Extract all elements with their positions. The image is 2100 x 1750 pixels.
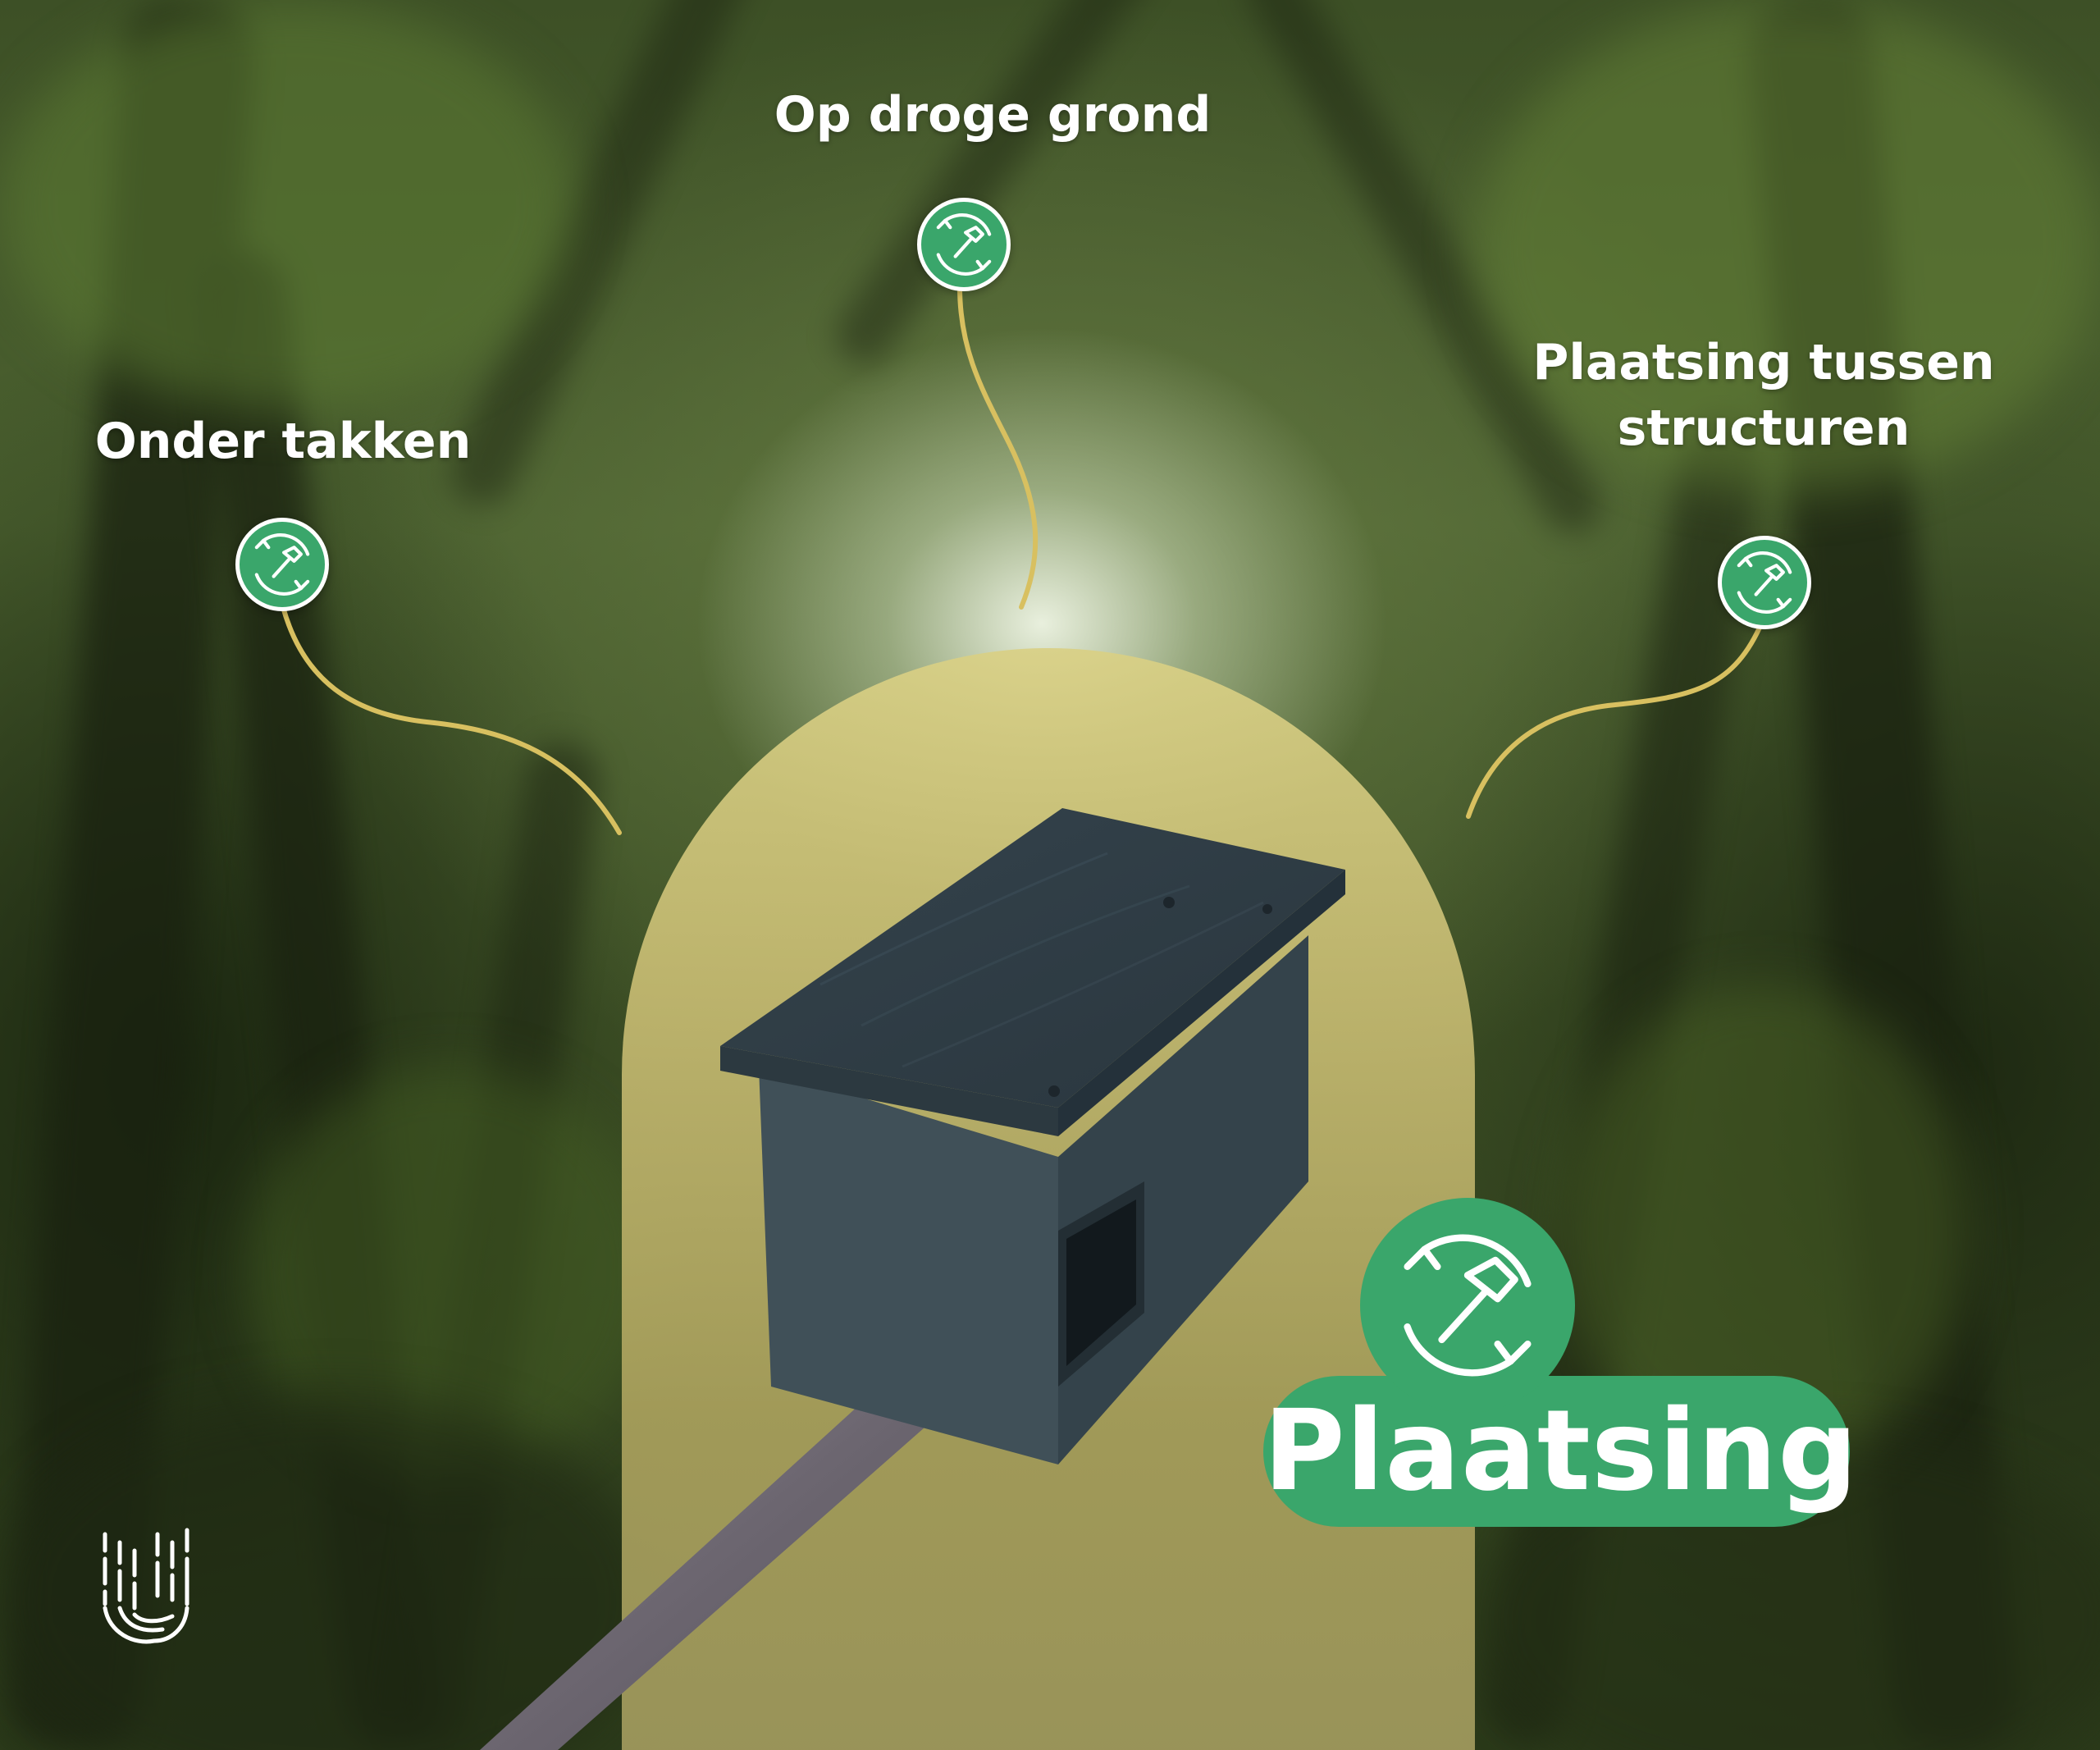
- callout-right-label: Plaatsing tussen structuren: [1532, 334, 1995, 457]
- callout-left-label: Onder takken: [94, 413, 472, 470]
- callout-top-label: Op droge grond: [774, 86, 1212, 144]
- plaatsing-title: Plaatsing: [1263, 1387, 1859, 1516]
- hammer-rotate-icon: [1718, 536, 1811, 629]
- connector-left: [281, 605, 622, 835]
- connector-right: [1466, 625, 1762, 819]
- plaatsing-pill: [1263, 1376, 1850, 1527]
- hammer-rotate-icon: [1360, 1198, 1575, 1413]
- connector-top: [957, 285, 1039, 610]
- hammer-rotate-icon: [235, 518, 329, 611]
- hammer-rotate-icon: [917, 198, 1011, 291]
- brand-u-logo: [103, 1528, 189, 1644]
